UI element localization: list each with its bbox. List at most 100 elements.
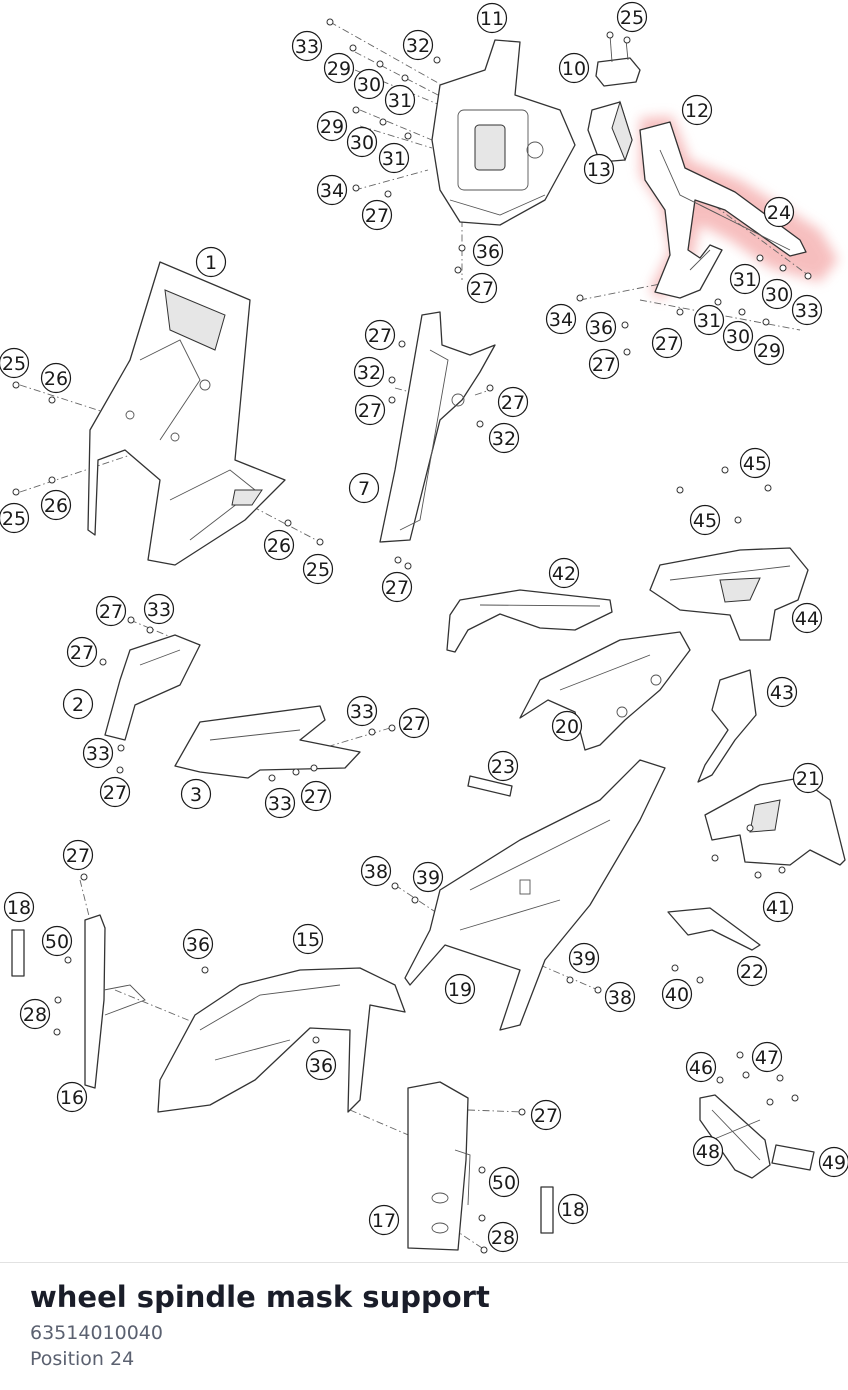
callout-number: 16 xyxy=(60,1087,84,1109)
callout-2[interactable]: 2 xyxy=(62,688,94,720)
callout-number: 41 xyxy=(766,897,790,919)
callout-13[interactable]: 13 xyxy=(583,153,615,185)
callout-number: 26 xyxy=(44,368,68,390)
callout-17[interactable]: 17 xyxy=(368,1204,400,1236)
callout-50[interactable]: 50 xyxy=(488,1166,520,1198)
callout-12[interactable]: 12 xyxy=(681,94,713,126)
callout-26[interactable]: 26 xyxy=(40,362,72,394)
part-7-side-bracket xyxy=(379,311,496,543)
callout-33[interactable]: 33 xyxy=(291,30,323,62)
callout-27[interactable]: 27 xyxy=(398,707,430,739)
callout-27[interactable]: 27 xyxy=(364,319,396,351)
callout-33[interactable]: 33 xyxy=(82,737,114,769)
callout-33[interactable]: 33 xyxy=(143,593,175,625)
callout-18[interactable]: 18 xyxy=(3,891,35,923)
callout-24[interactable]: 24 xyxy=(763,196,795,228)
callout-21[interactable]: 21 xyxy=(792,762,824,794)
callout-43[interactable]: 43 xyxy=(766,676,798,708)
callout-27[interactable]: 27 xyxy=(651,327,683,359)
callout-44[interactable]: 44 xyxy=(791,602,823,634)
callout-36[interactable]: 36 xyxy=(472,235,504,267)
callout-30[interactable]: 30 xyxy=(761,278,793,310)
callout-20[interactable]: 20 xyxy=(551,710,583,742)
callout-36[interactable]: 36 xyxy=(305,1049,337,1081)
callout-39[interactable]: 39 xyxy=(412,861,444,893)
callout-30[interactable]: 30 xyxy=(353,68,385,100)
callout-11[interactable]: 11 xyxy=(476,2,508,34)
callout-32[interactable]: 32 xyxy=(488,422,520,454)
callout-33[interactable]: 33 xyxy=(264,787,296,819)
callout-50[interactable]: 50 xyxy=(41,925,73,957)
callout-31[interactable]: 31 xyxy=(693,304,725,336)
callout-28[interactable]: 28 xyxy=(487,1221,519,1253)
callout-32[interactable]: 32 xyxy=(402,29,434,61)
callout-number: 33 xyxy=(268,793,292,815)
callout-45[interactable]: 45 xyxy=(689,504,721,536)
callout-number: 27 xyxy=(66,845,90,867)
callout-number: 2 xyxy=(72,694,84,716)
callout-18[interactable]: 18 xyxy=(557,1193,589,1225)
callout-31[interactable]: 31 xyxy=(729,263,761,295)
callout-26[interactable]: 26 xyxy=(263,529,295,561)
callout-19[interactable]: 19 xyxy=(444,973,476,1005)
callout-27[interactable]: 27 xyxy=(588,348,620,380)
callout-38[interactable]: 38 xyxy=(360,855,392,887)
callout-27[interactable]: 27 xyxy=(497,386,529,418)
callout-36[interactable]: 36 xyxy=(585,311,617,343)
callout-25[interactable]: 25 xyxy=(0,347,30,379)
callout-26[interactable]: 26 xyxy=(40,489,72,521)
callout-30[interactable]: 30 xyxy=(722,320,754,352)
callout-16[interactable]: 16 xyxy=(56,1081,88,1113)
callout-29[interactable]: 29 xyxy=(753,334,785,366)
callout-27[interactable]: 27 xyxy=(300,780,332,812)
callout-34[interactable]: 34 xyxy=(316,174,348,206)
callout-27[interactable]: 27 xyxy=(62,839,94,871)
callout-3[interactable]: 3 xyxy=(180,778,212,810)
callout-number: 34 xyxy=(549,309,573,331)
callout-22[interactable]: 22 xyxy=(736,955,768,987)
callout-circle xyxy=(41,925,73,957)
callout-28[interactable]: 28 xyxy=(19,998,51,1030)
callout-38[interactable]: 38 xyxy=(604,981,636,1013)
callout-10[interactable]: 10 xyxy=(558,52,590,84)
callout-33[interactable]: 33 xyxy=(346,695,378,727)
callout-27[interactable]: 27 xyxy=(66,636,98,668)
callout-41[interactable]: 41 xyxy=(762,891,794,923)
callout-45[interactable]: 45 xyxy=(739,447,771,479)
callout-40[interactable]: 40 xyxy=(661,978,693,1010)
callout-39[interactable]: 39 xyxy=(568,942,600,974)
callout-31[interactable]: 31 xyxy=(378,142,410,174)
callout-15[interactable]: 15 xyxy=(292,923,324,955)
callout-27[interactable]: 27 xyxy=(95,595,127,627)
callout-27[interactable]: 27 xyxy=(530,1099,562,1131)
callout-23[interactable]: 23 xyxy=(487,750,519,782)
callout-number: 27 xyxy=(402,713,426,735)
callout-32[interactable]: 32 xyxy=(353,356,385,388)
callout-circle xyxy=(689,504,721,536)
callout-42[interactable]: 42 xyxy=(548,557,580,589)
callout-number: 33 xyxy=(86,743,110,765)
callout-27[interactable]: 27 xyxy=(466,272,498,304)
callout-31[interactable]: 31 xyxy=(384,84,416,116)
callout-27[interactable]: 27 xyxy=(361,199,393,231)
callout-25[interactable]: 25 xyxy=(616,1,648,33)
callout-30[interactable]: 30 xyxy=(346,126,378,158)
callout-27[interactable]: 27 xyxy=(354,394,386,426)
callout-29[interactable]: 29 xyxy=(323,52,355,84)
callout-25[interactable]: 25 xyxy=(302,553,334,585)
callout-1[interactable]: 1 xyxy=(195,246,227,278)
callout-48[interactable]: 48 xyxy=(692,1135,724,1167)
callout-36[interactable]: 36 xyxy=(182,928,214,960)
callout-7[interactable]: 7 xyxy=(348,472,380,504)
callout-25[interactable]: 25 xyxy=(0,502,30,534)
callout-29[interactable]: 29 xyxy=(316,110,348,142)
callout-49[interactable]: 49 xyxy=(818,1146,848,1178)
callout-34[interactable]: 34 xyxy=(545,303,577,335)
callout-number: 30 xyxy=(765,284,789,306)
callout-46[interactable]: 46 xyxy=(685,1051,717,1083)
callout-33[interactable]: 33 xyxy=(791,294,823,326)
callout-27[interactable]: 27 xyxy=(381,571,413,603)
callout-47[interactable]: 47 xyxy=(751,1041,783,1073)
part-10-clip xyxy=(595,34,641,87)
callout-27[interactable]: 27 xyxy=(99,776,131,808)
